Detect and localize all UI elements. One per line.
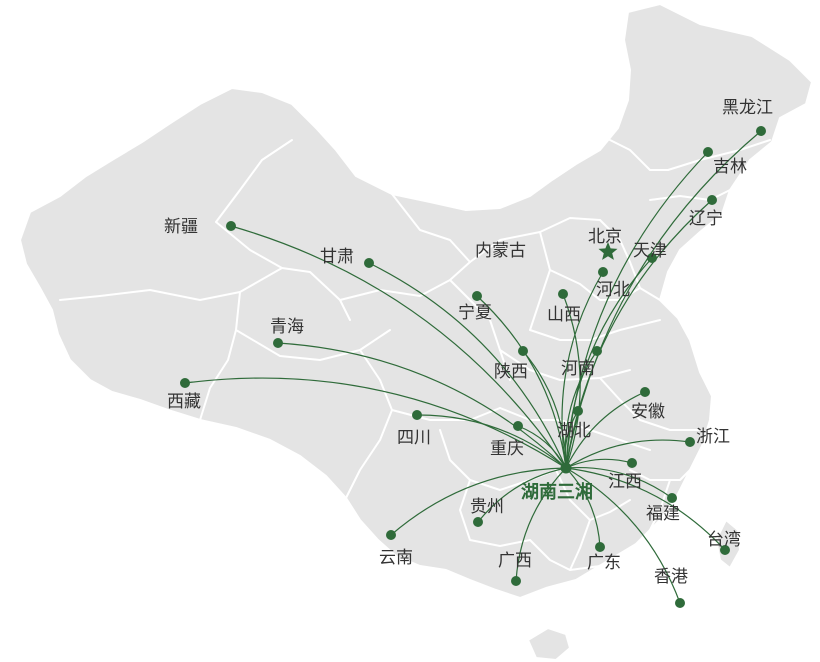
dot-liaoning — [707, 195, 717, 205]
route-taiwan — [565, 467, 726, 551]
province-borders — [59, 139, 771, 571]
dot-yunnan — [386, 530, 396, 540]
label-qinghai: 青海 — [270, 317, 304, 337]
label-beijing: 北京 — [588, 227, 622, 247]
dot-xizang — [180, 378, 190, 388]
dot-hebei — [598, 267, 608, 277]
label-guangxi: 广西 — [498, 551, 532, 571]
route-guangxi — [515, 467, 567, 582]
label-jiangxi: 江西 — [608, 472, 642, 492]
label-hubei: 湖北 — [557, 421, 591, 441]
label-neimenggu: 内蒙古 — [475, 241, 526, 261]
dot-jiangxi — [627, 458, 637, 468]
dot-fujian — [667, 493, 677, 503]
route-zhejiang — [565, 439, 691, 469]
label-henan: 河南 — [561, 359, 595, 379]
label-taiwan: 台湾 — [707, 530, 741, 550]
route-guangdong — [565, 467, 601, 548]
route-chongqing — [517, 425, 567, 469]
dot-xinjiang — [226, 221, 236, 231]
label-yunnan: 云南 — [379, 548, 413, 568]
label-hebei: 河北 — [596, 280, 630, 300]
label-shaanxi: 陕西 — [494, 362, 528, 382]
route-xianggang — [565, 467, 681, 604]
dot-qinghai — [273, 338, 283, 348]
province-dots — [180, 126, 766, 608]
dot-guangxi — [511, 576, 521, 586]
route-sichuan — [416, 414, 567, 469]
route-ningxia — [476, 295, 567, 469]
dot-heilongjiang — [756, 126, 766, 136]
route-liaoning — [565, 199, 713, 469]
china-landmass — [19, 3, 813, 599]
dot-sichuan — [412, 410, 422, 420]
label-jilin: 吉林 — [713, 157, 747, 177]
route-xizang — [184, 377, 567, 469]
dot-ningxia — [472, 291, 482, 301]
label-zhejiang: 浙江 — [696, 427, 730, 447]
route-fujian — [565, 466, 673, 499]
dot-guangdong — [595, 542, 605, 552]
route-yunnan — [390, 467, 567, 536]
dot-taiwan — [720, 545, 730, 555]
route-qinghai — [277, 342, 567, 469]
dot-anhui — [640, 387, 650, 397]
label-chongqing: 重庆 — [490, 439, 524, 459]
route-anhui — [565, 391, 646, 469]
label-xianggang: 香港 — [654, 567, 688, 587]
route-gansu — [368, 262, 567, 469]
dot-hubei — [573, 406, 583, 416]
label-sichuan: 四川 — [397, 428, 431, 448]
label-xinjiang: 新疆 — [164, 217, 198, 237]
label-guizhou: 贵州 — [470, 497, 504, 517]
dot-henan — [592, 346, 602, 356]
dot-guizhou — [473, 517, 483, 527]
dot-jilin — [703, 147, 713, 157]
label-gansu: 甘肃 — [320, 247, 354, 267]
route-jiangxi — [565, 458, 633, 469]
route-xinjiang — [230, 225, 567, 469]
province-labels: 黑龙江 吉林 辽宁 新疆 甘肃 内蒙古 北京 天津 河北 宁夏 山西 青海 西藏… — [164, 98, 773, 587]
route-guizhou — [477, 467, 567, 523]
route-tianjin — [565, 257, 653, 469]
dot-zhejiang — [685, 437, 695, 447]
star-icon — [598, 242, 618, 260]
label-hub-hunan: 湖南三湘 — [521, 481, 593, 503]
hainan-island — [527, 627, 571, 661]
label-guangdong: 广东 — [587, 553, 621, 573]
label-fujian: 福建 — [646, 504, 680, 524]
label-liaoning: 辽宁 — [689, 209, 723, 229]
label-ningxia: 宁夏 — [458, 303, 492, 323]
dot-gansu — [364, 258, 374, 268]
dot-xianggang — [675, 598, 685, 608]
hub-dot-hunan — [560, 462, 572, 474]
route-hebei — [561, 271, 604, 469]
label-xizang: 西藏 — [167, 392, 201, 412]
dot-shaanxi — [518, 346, 528, 356]
label-tianjin: 天津 — [633, 241, 667, 261]
dot-chongqing — [513, 421, 523, 431]
label-shanxi: 山西 — [547, 305, 581, 325]
dot-tianjin — [647, 253, 657, 263]
label-anhui: 安徽 — [631, 402, 665, 422]
label-heilongjiang: 黑龙江 — [722, 98, 773, 118]
dot-shanxi — [558, 289, 568, 299]
route-lines — [184, 130, 762, 604]
